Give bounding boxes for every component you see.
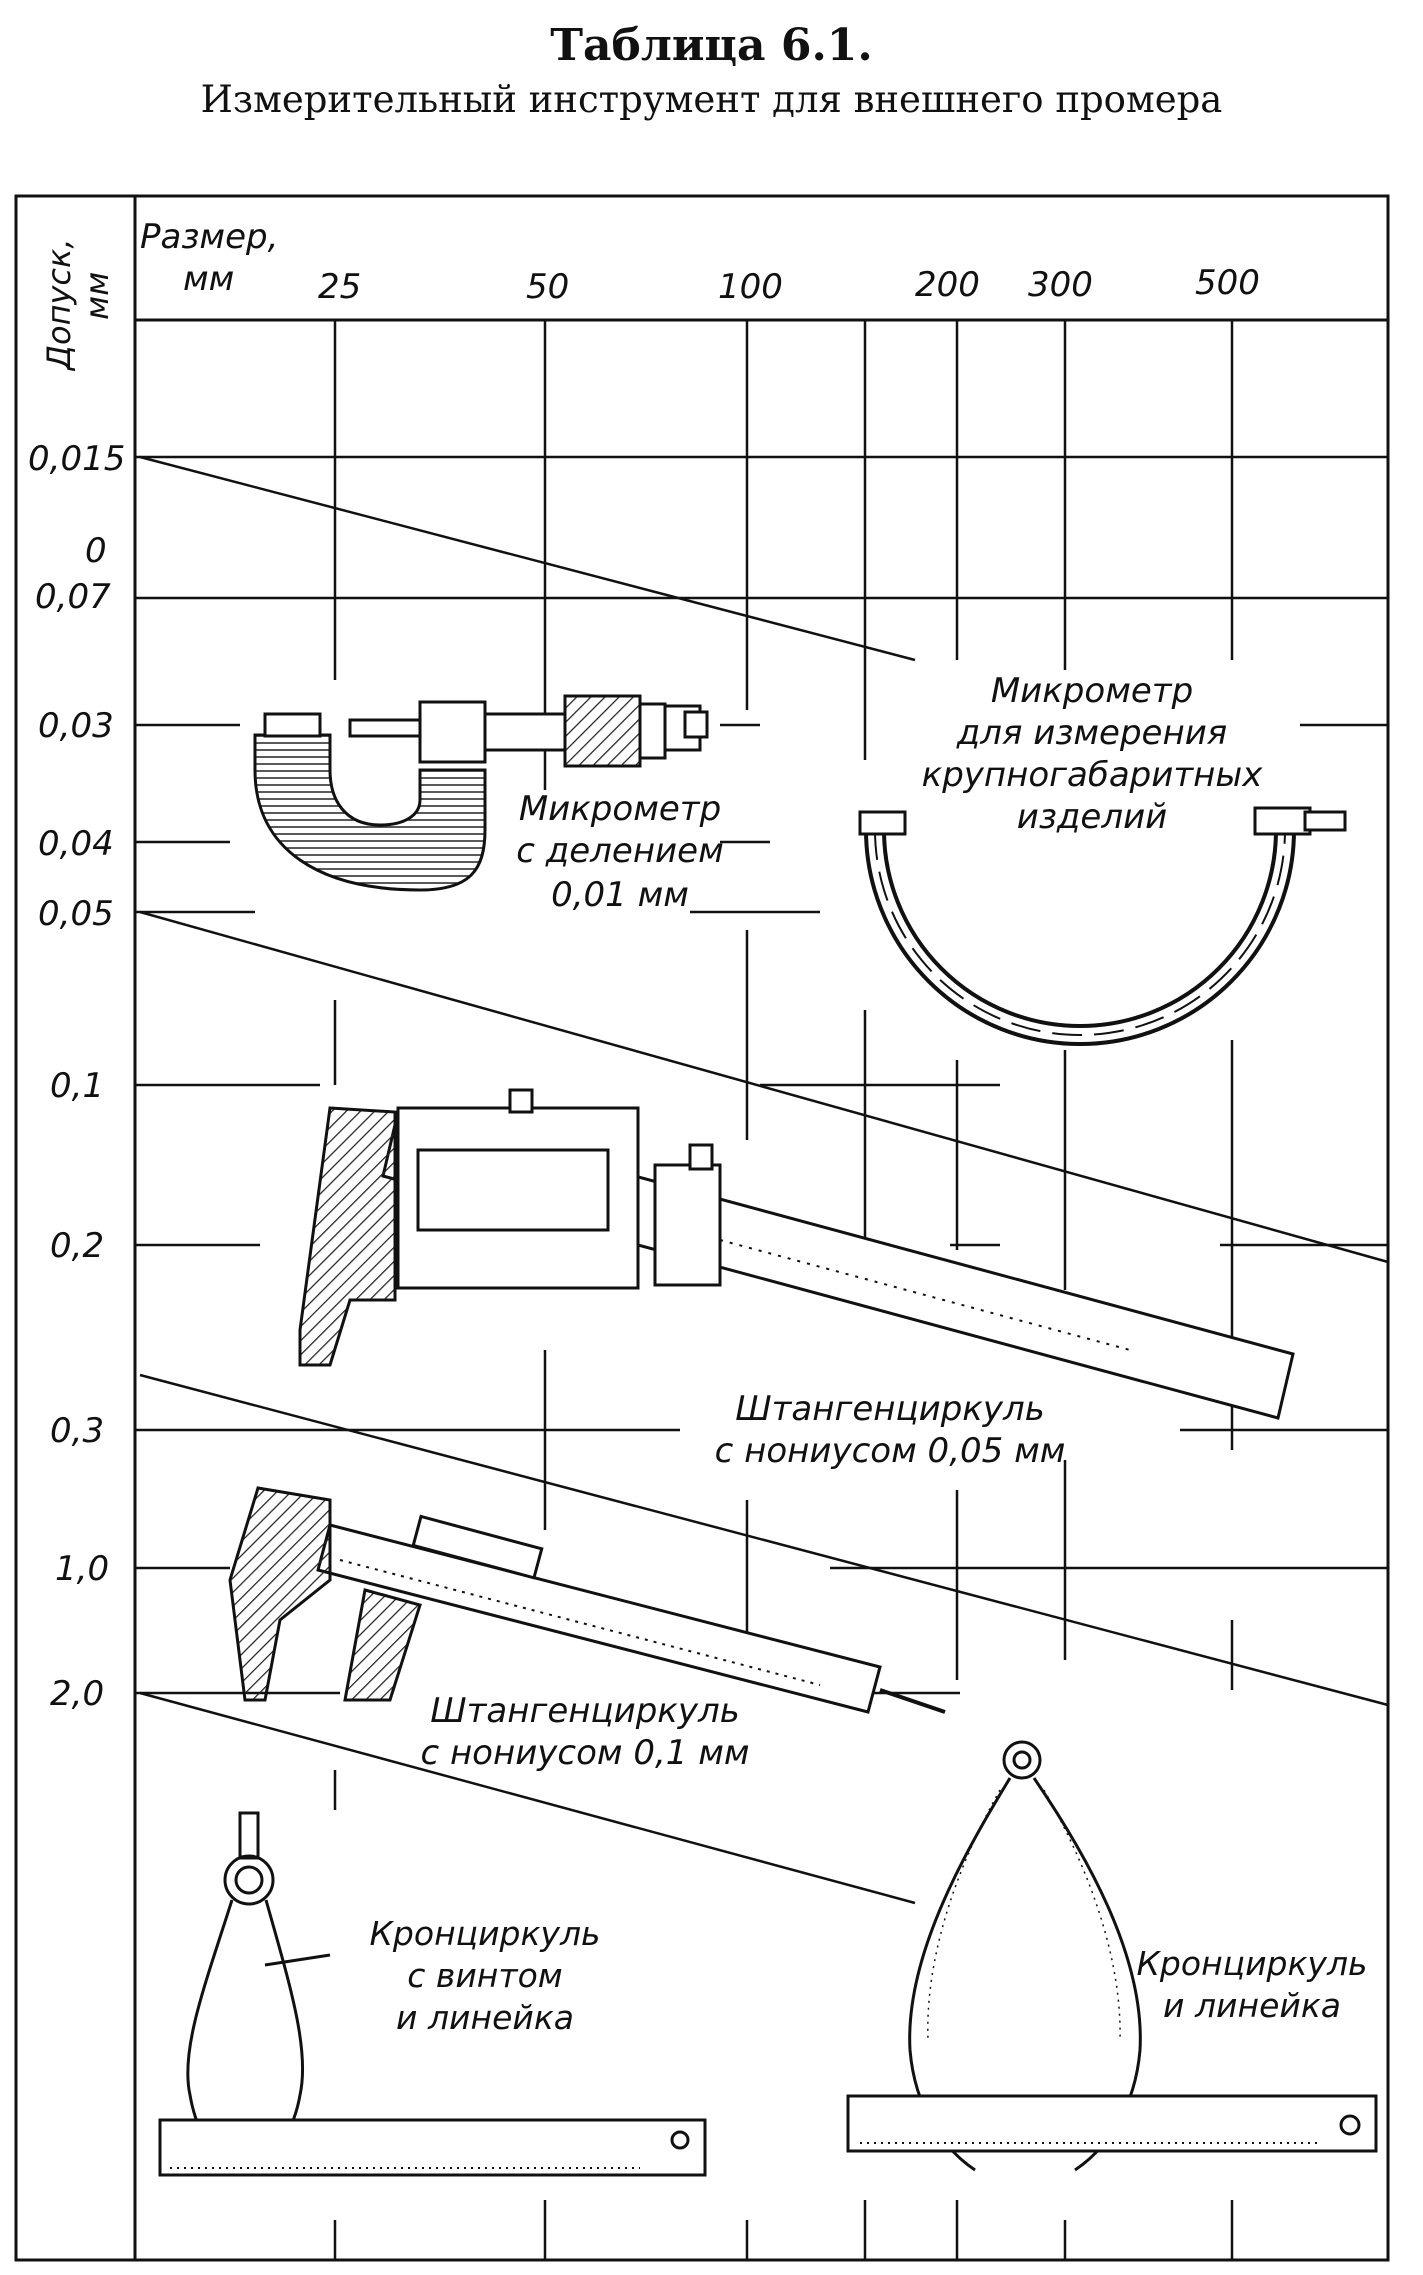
boundary-caliper-01 bbox=[139, 1373, 1389, 1707]
svg-text:Микрометр: Микрометр bbox=[991, 671, 1193, 711]
caliper-005-drawing bbox=[298, 1088, 1295, 1420]
table-number: Таблица 6.1. bbox=[550, 20, 873, 71]
tolerance-axis-unit: мм bbox=[78, 272, 116, 320]
size-axis-unit: мм bbox=[183, 259, 234, 299]
label-screw-calipers: Кронциркуль с винтом и линейка bbox=[370, 1914, 601, 2037]
micrometer-small-drawing bbox=[253, 694, 709, 892]
label-micrometer-large: Микрометр для измерения крупногабаритных… bbox=[922, 671, 1264, 837]
size-tick-300: 300 bbox=[1028, 265, 1093, 305]
size-tick-25: 25 bbox=[318, 267, 361, 307]
tolerance-axis: Допуск, мм 0,015 0 0,07 0,03 0,04 0,05 0… bbox=[28, 238, 125, 1714]
tolerance-tick-004: 0,04 bbox=[38, 824, 114, 864]
svg-text:с делением: с делением bbox=[516, 831, 723, 871]
screw-calipers-drawing bbox=[158, 1811, 707, 2177]
table-caption: Измерительный инструмент для внешнего пр… bbox=[200, 78, 1223, 121]
tolerance-tick-02: 0,2 bbox=[50, 1226, 104, 1266]
svg-text:с нониусом 0,1 мм: с нониусом 0,1 мм bbox=[420, 1733, 749, 1773]
size-tick-50: 50 bbox=[526, 267, 569, 307]
tolerance-tick-10: 1,0 bbox=[55, 1549, 109, 1589]
boundary-caliper-005 bbox=[139, 910, 1389, 1264]
svg-text:0,01 мм: 0,01 мм bbox=[551, 875, 689, 915]
tolerance-tick-01: 0,1 bbox=[50, 1066, 104, 1106]
tolerance-tick-0015: 0,015 bbox=[28, 439, 125, 479]
tolerance-tick-005: 0,05 bbox=[38, 894, 114, 934]
size-tick-100: 100 bbox=[718, 267, 783, 307]
svg-text:с винтом: с винтом bbox=[407, 1956, 562, 1995]
svg-text:и линейка: и линейка bbox=[1163, 1986, 1341, 2025]
micrometer-large-drawing bbox=[858, 806, 1347, 1046]
svg-text:для измерения: для измерения bbox=[956, 713, 1228, 753]
svg-text:и линейка: и линейка bbox=[396, 1998, 574, 2037]
tolerance-tick-003: 0,03 bbox=[38, 706, 114, 746]
size-tick-500: 500 bbox=[1195, 263, 1260, 303]
tolerance-gridlines bbox=[135, 455, 1388, 1695]
boundary-calipers bbox=[139, 1691, 916, 1905]
size-tick-200: 200 bbox=[915, 265, 980, 305]
tolerance-tick-20: 2,0 bbox=[50, 1674, 104, 1714]
svg-text:Кронциркуль: Кронциркуль bbox=[1137, 1944, 1368, 1983]
tolerance-tick-03: 0,3 bbox=[50, 1411, 104, 1451]
size-axis-label: Размер, bbox=[140, 217, 278, 257]
svg-text:Кронциркуль: Кронциркуль bbox=[370, 1914, 601, 1953]
tolerance-tick-007: 0,07 bbox=[35, 577, 111, 617]
size-axis: Размер, мм 25 50 100 200 300 500 bbox=[140, 217, 1260, 307]
calipers-drawing bbox=[846, 1740, 1378, 2172]
svg-text:Микрометр: Микрометр bbox=[519, 789, 721, 829]
tolerance-axis-label: Допуск, bbox=[40, 238, 78, 372]
label-micrometer-small: Микрометр с делением 0,01 мм bbox=[516, 789, 723, 915]
caliper-01-drawing bbox=[228, 1486, 946, 1714]
svg-text:с нониусом 0,05 мм: с нониусом 0,05 мм bbox=[715, 1431, 1066, 1471]
svg-text:изделий: изделий bbox=[1017, 797, 1168, 837]
label-caliper-005: Штангенциркуль с нониусом 0,05 мм bbox=[715, 1389, 1066, 1471]
label-caliper-01: Штангенциркуль с нониусом 0,1 мм bbox=[420, 1691, 749, 1773]
svg-text:крупногабаритных: крупногабаритных bbox=[922, 755, 1264, 795]
svg-text:Штангенциркуль: Штангенциркуль bbox=[430, 1691, 740, 1731]
label-calipers: Кронциркуль и линейка bbox=[1137, 1944, 1368, 2025]
table-frame bbox=[14, 194, 1390, 2262]
accuracy-boundaries bbox=[139, 455, 1389, 1905]
svg-text:Штангенциркуль: Штангенциркуль bbox=[735, 1389, 1045, 1429]
boundary-micrometer bbox=[139, 455, 916, 662]
stray-mark: 0 bbox=[85, 531, 107, 571]
